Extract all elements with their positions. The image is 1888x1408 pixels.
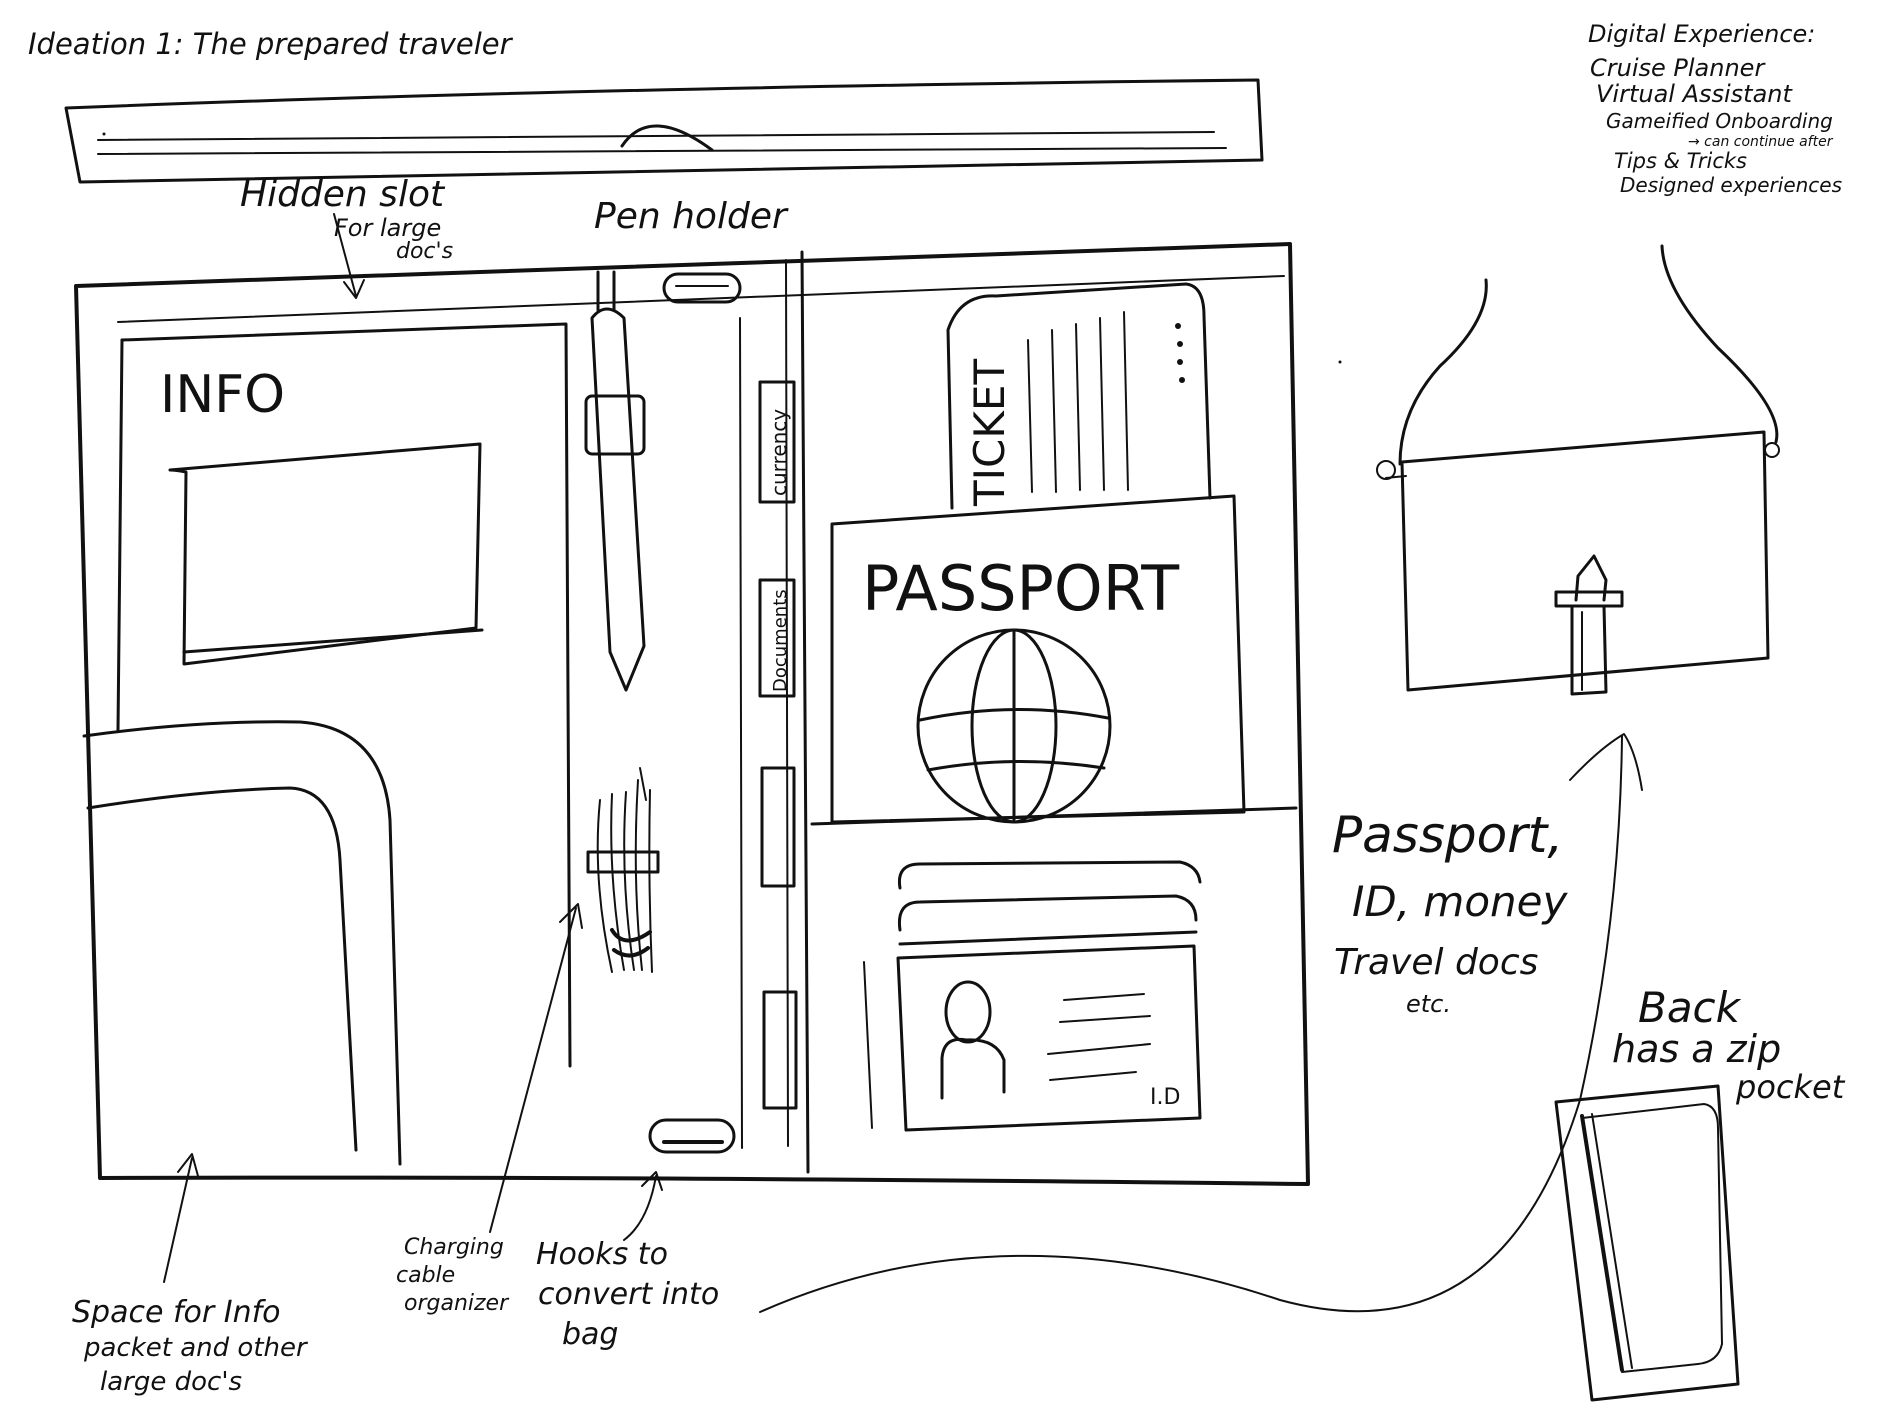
ticket-label: TICKET xyxy=(965,359,1014,507)
person-icon xyxy=(940,980,1006,1100)
pen xyxy=(584,270,646,692)
cable-note-line2: cable xyxy=(396,1263,455,1288)
sketch-title: Ideation 1: The prepared traveler xyxy=(28,27,514,61)
hidden-slot-arrow xyxy=(333,213,357,297)
id-card-label: I.D xyxy=(1150,1085,1180,1110)
cable-note-line3: organizer xyxy=(404,1291,510,1316)
cable-annotation: Charging cable organizer xyxy=(396,1235,510,1316)
hooks-note-arrow xyxy=(623,1175,657,1241)
hidden-slot-label: Hidden slot xyxy=(240,174,446,215)
bag-conversion-arrow xyxy=(759,735,1623,1313)
pen-holder-label: Pen holder xyxy=(594,196,789,237)
hidden-slot-annotation: Hidden slot For large doc's xyxy=(240,174,453,299)
ticket: TICKET xyxy=(946,282,1212,510)
cable-organizer xyxy=(586,767,660,973)
hidden-slot-note-line2: doc's xyxy=(396,239,453,264)
documents-tab-label: Documents xyxy=(770,589,791,692)
passport-label: PASSPORT xyxy=(862,552,1180,625)
large-doc-pocket xyxy=(82,720,402,1166)
back-note-line2: has a zip xyxy=(1612,1027,1781,1071)
closed-folio xyxy=(64,78,1264,184)
passport: PASSPORT xyxy=(810,494,1298,826)
back-note-line1: Back xyxy=(1638,983,1742,1032)
digital-experience-item-4: → can continue after xyxy=(1688,134,1834,150)
digital-experience: Digital Experience: Cruise Planner Virtu… xyxy=(1588,20,1842,197)
passport-annotation: Passport, ID, money Travel docs etc. xyxy=(1332,806,1568,1018)
globe-icon xyxy=(916,628,1112,824)
back-folio-sketch: Back has a zip pocket xyxy=(1554,983,1846,1402)
currency-tab-label: currency xyxy=(767,409,791,496)
hooks-annotation: Hooks to convert into bag xyxy=(536,1237,719,1352)
space-note-line2: packet and other xyxy=(83,1333,309,1363)
space-note-line3: large doc's xyxy=(100,1367,242,1397)
space-note-line1: Space for Info xyxy=(72,1295,281,1330)
digital-experience-item-2: Virtual Assistant xyxy=(1596,80,1794,108)
info-inner-box xyxy=(168,442,482,666)
hooks-note-line2: convert into xyxy=(538,1277,719,1312)
documents-tab xyxy=(758,578,796,698)
open-folio xyxy=(74,242,1310,1186)
passport-note-line2: ID, money xyxy=(1352,877,1568,926)
passport-note-line4: etc. xyxy=(1406,990,1451,1018)
digital-experience-item-5: Tips & Tricks xyxy=(1614,149,1747,173)
cable-note-line1: Charging xyxy=(404,1235,504,1260)
currency-tab xyxy=(758,380,796,504)
blank-tab-1 xyxy=(760,766,796,888)
cable-note-arrow xyxy=(489,907,577,1233)
digital-experience-item-6: Designed experiences xyxy=(1620,173,1842,197)
hidden-slot-note-line1: For large xyxy=(334,214,441,242)
passport-note-line1: Passport, xyxy=(1332,806,1563,864)
hooks-note-line1: Hooks to xyxy=(536,1237,668,1272)
passport-note-line3: Travel docs xyxy=(1334,942,1538,983)
digital-experience-heading: Digital Experience: xyxy=(1588,20,1815,48)
digital-experience-item-3: Gameified Onboarding xyxy=(1606,109,1833,133)
top-hook xyxy=(662,272,742,304)
info-label: INFO xyxy=(160,365,285,425)
blank-tab-2 xyxy=(762,990,798,1110)
bag-sketch xyxy=(1376,244,1780,696)
digital-experience-item-1: Cruise Planner xyxy=(1590,54,1766,82)
back-note-line3: pocket xyxy=(1735,1068,1846,1106)
id-card: I.D xyxy=(863,944,1202,1132)
hooks-note-line3: bag xyxy=(562,1317,618,1352)
card-slots xyxy=(897,860,1202,946)
bottom-hook xyxy=(648,1118,736,1154)
divider-tabs: currency Documents xyxy=(758,380,798,1110)
space-annotation: Space for Info packet and other large do… xyxy=(72,1295,309,1397)
space-note-arrow xyxy=(163,1157,193,1283)
info-panel: INFO xyxy=(82,322,572,1166)
